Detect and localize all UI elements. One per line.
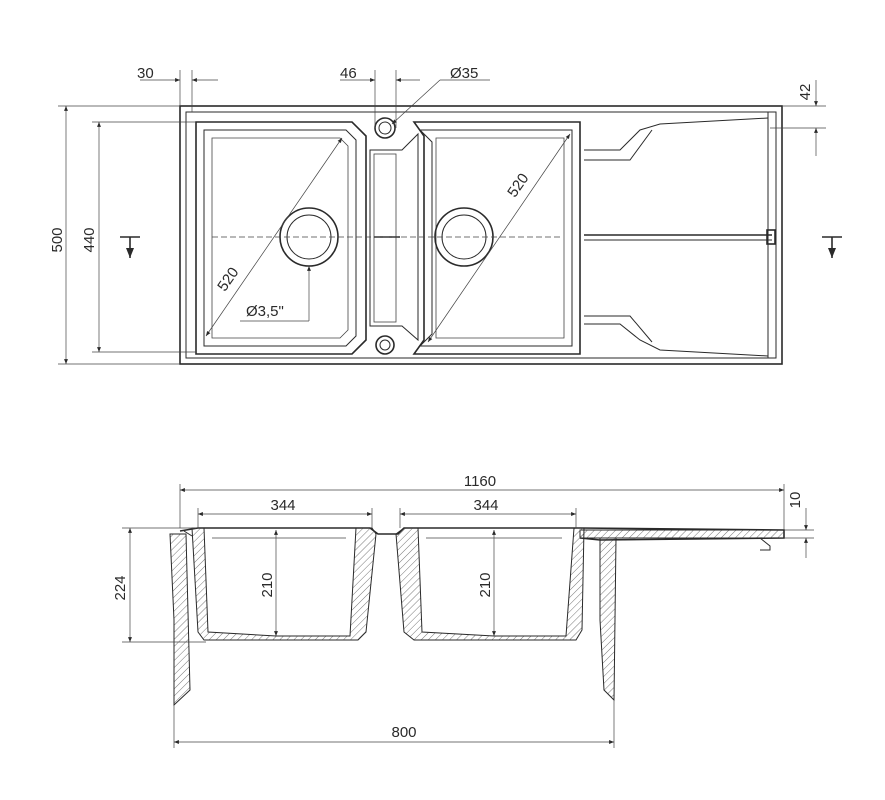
cabinet-wall-right — [599, 537, 617, 702]
dim-height-total: 224 — [112, 527, 206, 643]
dim-offset-center: 46 — [340, 65, 420, 128]
overflow-hole — [375, 335, 395, 355]
svg-text:500: 500 — [49, 227, 66, 252]
svg-text:10: 10 — [787, 492, 804, 509]
dim-lip: 10 — [784, 492, 814, 558]
left-bowl-section — [191, 527, 377, 641]
svg-text:1160: 1160 — [464, 473, 496, 490]
svg-text:224: 224 — [112, 575, 129, 600]
svg-text:30: 30 — [137, 65, 154, 82]
section-mark-right — [822, 236, 842, 258]
svg-text:42: 42 — [797, 84, 814, 101]
side-view: 1160 344 344 10 — [112, 473, 814, 748]
dim-bowl-right-width: 344 — [399, 497, 577, 528]
dim-offset-left: 30 — [137, 65, 218, 112]
svg-text:210: 210 — [477, 572, 494, 597]
svg-text:Ø3,5": Ø3,5" — [246, 303, 284, 320]
svg-text:344: 344 — [270, 497, 295, 514]
dim-cabinet-width: 800 — [173, 700, 615, 748]
sink-inner-outline — [185, 111, 777, 359]
svg-text:520: 520 — [504, 170, 532, 200]
svg-text:46: 46 — [340, 65, 357, 82]
dim-tap-hole: Ø35 — [391, 65, 490, 125]
cabinet-wall-left — [169, 533, 191, 707]
svg-text:800: 800 — [391, 724, 416, 741]
section-mark-left — [120, 236, 140, 258]
right-bowl-top — [412, 121, 581, 355]
sink-outline — [179, 105, 783, 365]
dim-bowl-right-height: 210 — [477, 530, 496, 636]
dim-total-depth: 500 — [49, 105, 180, 365]
dim-drain: Ø3,5" — [240, 266, 311, 322]
drainboard — [584, 112, 776, 358]
center-strip — [369, 117, 419, 355]
dim-diag-right: 520 — [427, 133, 571, 343]
drainboard-plug — [766, 229, 776, 245]
dim-total-width: 1160 — [179, 473, 785, 530]
dim-bowl-left-height: 210 — [259, 530, 278, 636]
svg-text:Ø35: Ø35 — [450, 65, 478, 82]
dim-bowl-depth: 440 — [81, 121, 196, 353]
dim-bowl-left-width: 344 — [197, 497, 373, 528]
dim-depth-top: 42 — [770, 80, 826, 156]
top-view: 30 46 Ø35 42 5 — [49, 65, 842, 365]
svg-text:440: 440 — [81, 227, 98, 252]
svg-text:210: 210 — [259, 572, 276, 597]
svg-text:520: 520 — [214, 264, 242, 294]
tap-hole-top — [374, 117, 396, 139]
svg-text:344: 344 — [473, 497, 498, 514]
